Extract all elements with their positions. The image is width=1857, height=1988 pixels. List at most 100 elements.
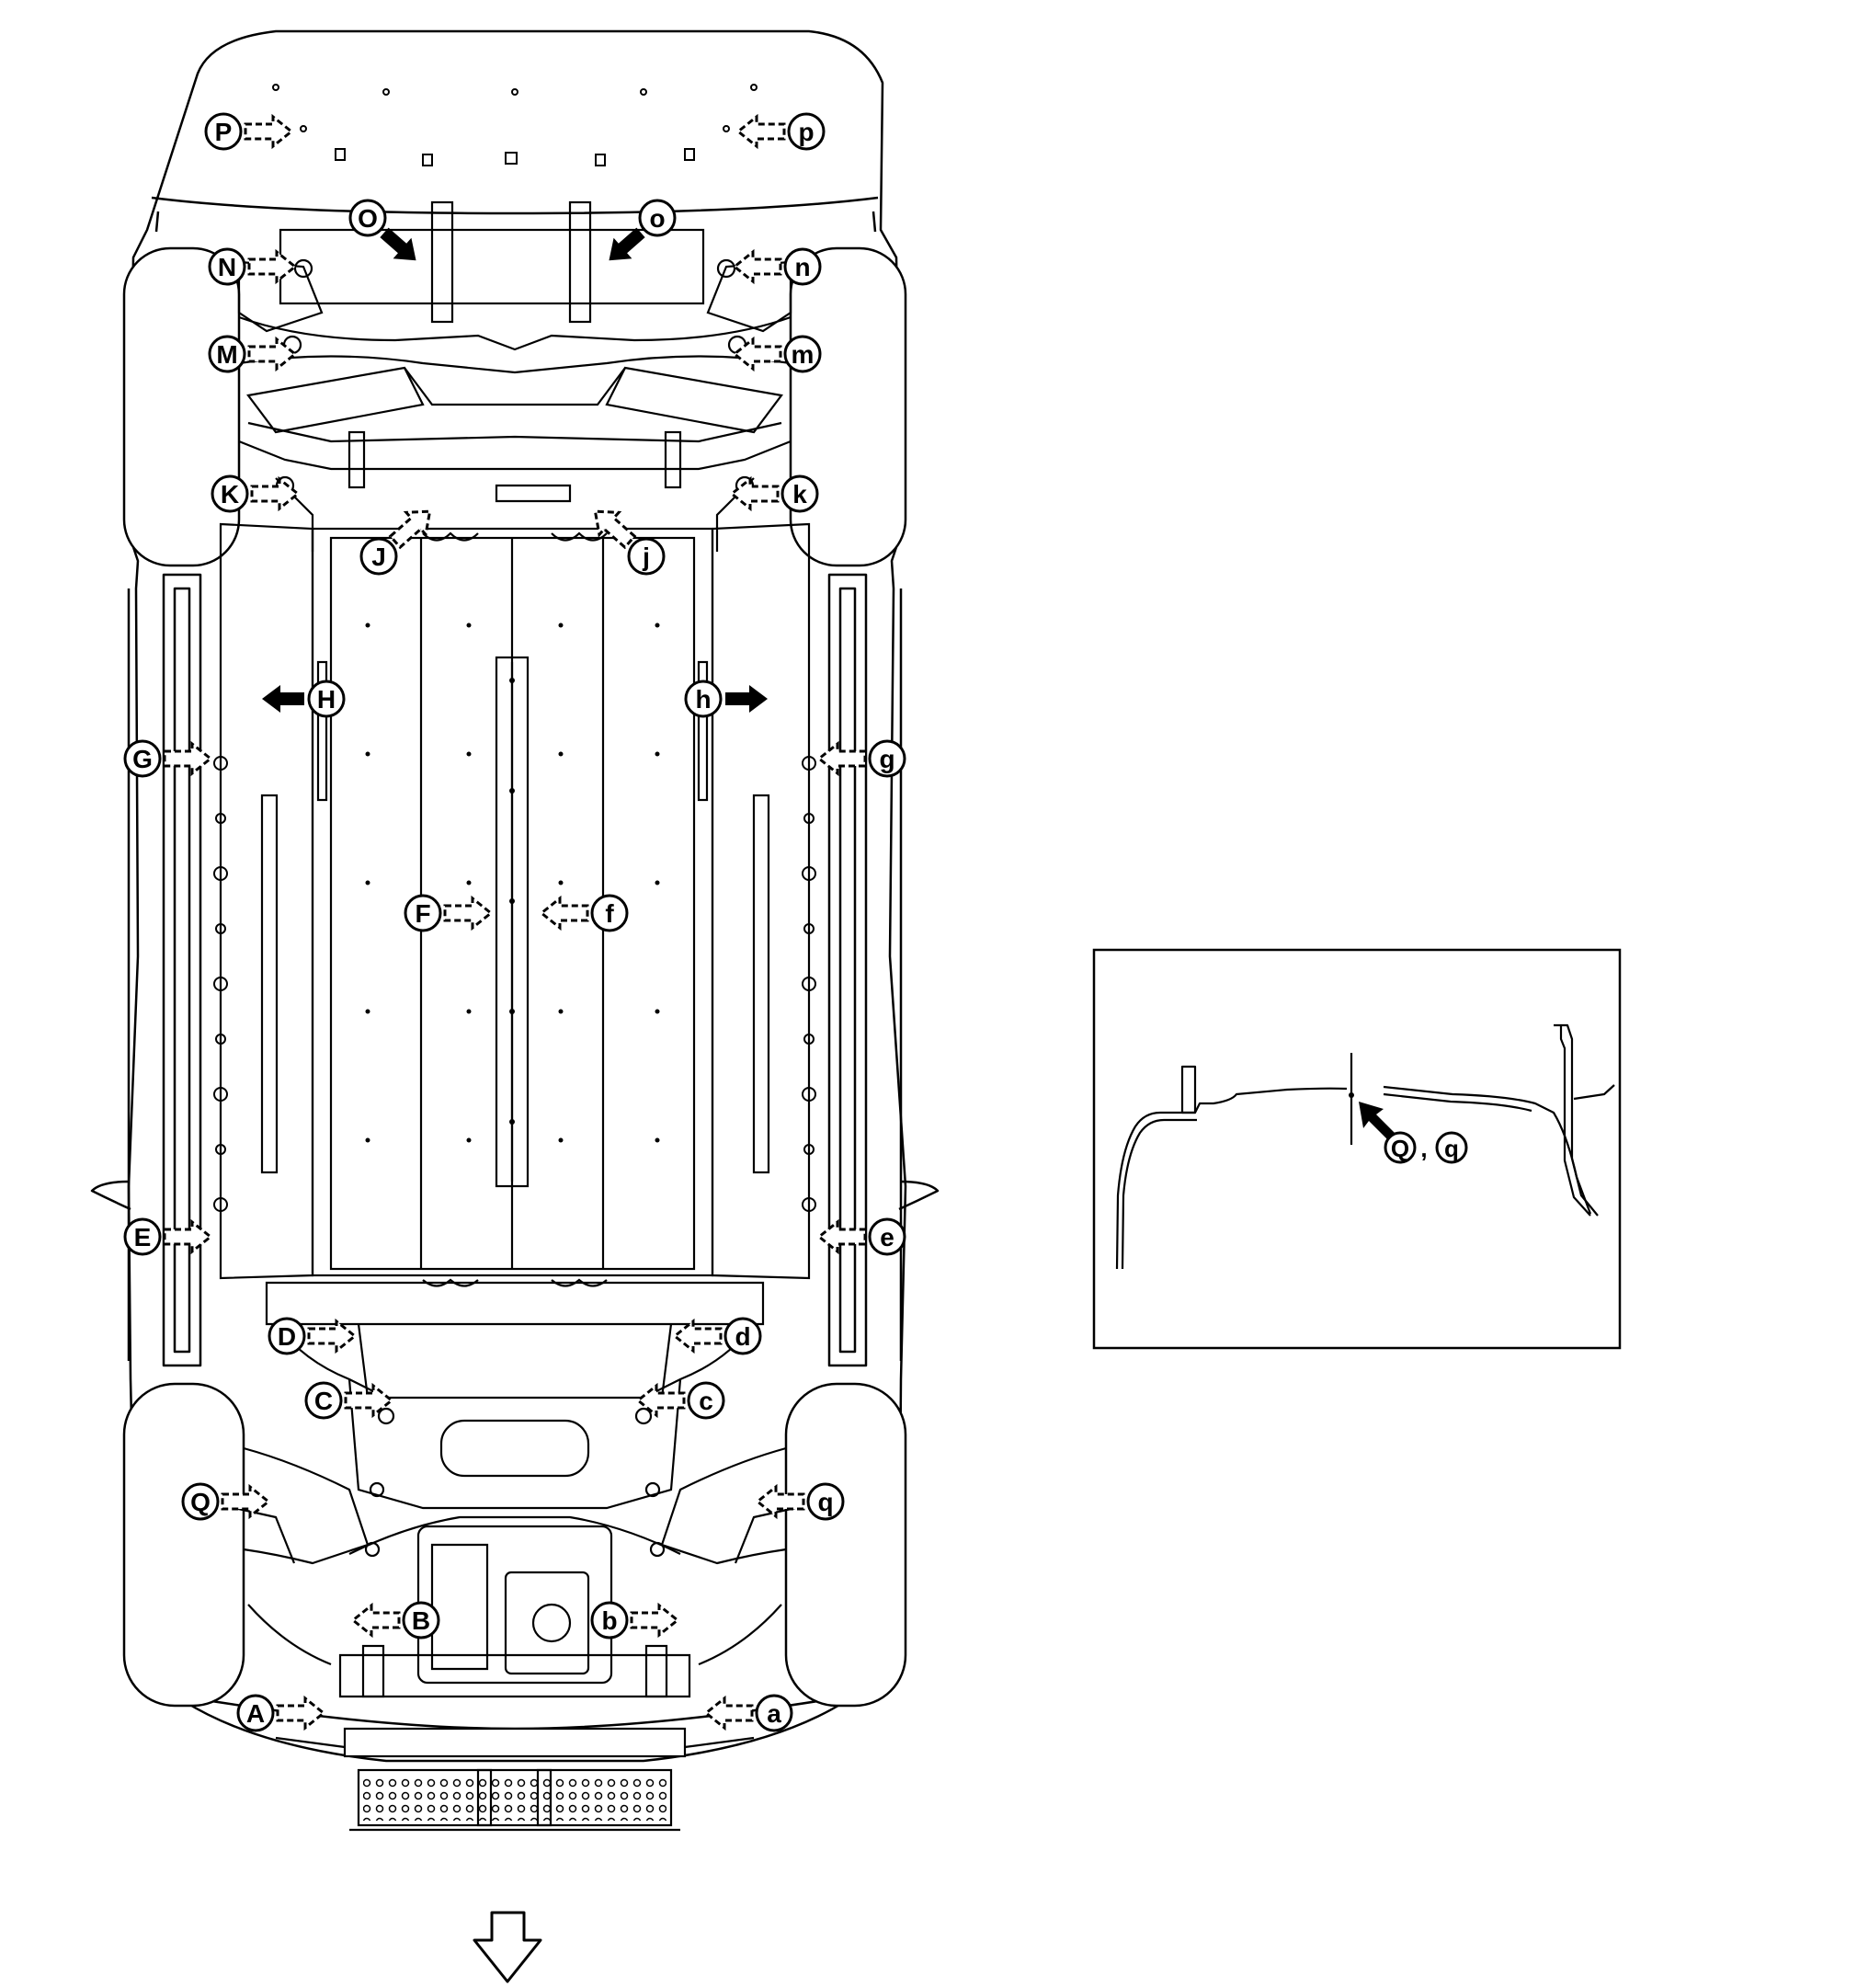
wheels xyxy=(122,246,907,1708)
rear-right-wheel xyxy=(789,246,907,567)
callout-lower-k: k xyxy=(729,474,819,513)
callout-letter: E xyxy=(134,1223,152,1251)
callout-lower-f: f xyxy=(539,894,629,932)
inverter xyxy=(504,1571,590,1675)
callout-circle xyxy=(780,474,819,513)
callout-letter: a xyxy=(767,1699,781,1728)
callout-upper-g: G xyxy=(123,739,213,778)
callout-circle xyxy=(638,199,677,237)
callout-circle xyxy=(359,537,398,576)
svg-text:q: q xyxy=(1444,1135,1459,1162)
callout-circle xyxy=(208,247,246,286)
callout-circle xyxy=(304,1381,343,1420)
callout-circle xyxy=(307,680,346,718)
battery-pack xyxy=(219,522,811,1287)
callout-letter: O xyxy=(358,204,378,233)
svg-text:Q: Q xyxy=(1391,1135,1409,1162)
dashed-arrow-icon xyxy=(816,740,867,777)
callout-upper-q: Q xyxy=(181,1482,271,1521)
right-rocker xyxy=(827,573,868,1367)
callout-lower-n: n xyxy=(732,247,822,286)
front-right-wheel xyxy=(784,1382,907,1708)
callout-letter: H xyxy=(317,685,336,714)
callout-letter: o xyxy=(649,204,665,233)
callout-upper-d: D xyxy=(268,1317,358,1355)
callout-circle xyxy=(868,1217,906,1256)
callout-letter: d xyxy=(735,1322,750,1351)
callout-upper-n: N xyxy=(208,247,298,286)
hollow-down-arrow-icon xyxy=(473,1911,542,1983)
callout-lower-d: d xyxy=(672,1317,762,1355)
callout-lower-j: j xyxy=(593,509,666,576)
callout-lower-q: q xyxy=(755,1482,845,1521)
callout-upper-h: H xyxy=(262,680,346,718)
rear-panel-details xyxy=(272,84,758,166)
right-mirror xyxy=(898,1180,940,1211)
callout-lower-c: c xyxy=(635,1381,725,1420)
dashed-arrow-icon xyxy=(755,1483,805,1520)
callout-upper-j: J xyxy=(359,509,432,576)
callout-upper-p: P xyxy=(204,112,294,151)
callout-letter: D xyxy=(278,1322,296,1351)
rear-left-wheel xyxy=(122,246,241,567)
callout-letter: q xyxy=(817,1488,833,1516)
dashed-arrow-icon xyxy=(163,1218,213,1255)
callout-circle xyxy=(402,1601,440,1640)
callout-circle xyxy=(123,1217,162,1256)
callout-circle xyxy=(204,112,243,151)
callout-circle xyxy=(806,1482,845,1521)
callout-circle xyxy=(268,1317,306,1355)
dashed-arrow-icon xyxy=(703,1695,754,1731)
callout-circle xyxy=(348,199,387,237)
callout-lower-b: b xyxy=(590,1601,680,1640)
front-left-wheel xyxy=(122,1382,245,1708)
callout-circle xyxy=(208,335,246,373)
callout-letter: m xyxy=(792,340,815,369)
dashed-arrow-icon xyxy=(388,509,432,550)
callout-circle xyxy=(687,1381,725,1420)
detail-frame xyxy=(1092,948,1622,1350)
dashed-arrow-icon xyxy=(276,1695,326,1731)
front-center-opening xyxy=(439,1419,590,1478)
callout-letter: j xyxy=(642,543,650,571)
callout-letter: N xyxy=(218,253,236,281)
callout-circle xyxy=(590,1601,629,1640)
dashed-arrow-icon xyxy=(307,1318,358,1354)
callout-lower-o: o xyxy=(609,199,677,261)
callout-upper-e: E xyxy=(123,1217,213,1256)
callout-letter: J xyxy=(371,543,386,571)
callout-circle xyxy=(783,335,822,373)
dashed-arrow-icon xyxy=(350,1602,401,1639)
callout-letter: b xyxy=(601,1606,617,1635)
callout-letter: c xyxy=(699,1387,713,1415)
solid-arrow-icon xyxy=(725,685,768,713)
callout-upper-f: F xyxy=(404,894,494,932)
solid-arrow-icon xyxy=(380,227,416,261)
detail-label-q-lower: q xyxy=(1435,1131,1468,1164)
callout-lower-m: m xyxy=(732,335,822,373)
rear-lower-arm-left xyxy=(238,315,792,351)
callout-letter: p xyxy=(798,118,814,146)
callout-upper-k: K xyxy=(211,474,301,513)
dashed-arrow-icon xyxy=(221,1483,271,1520)
rear-bumper xyxy=(151,196,879,215)
center-rail xyxy=(495,656,530,1188)
dashed-arrow-icon xyxy=(244,113,294,150)
dashed-arrow-icon xyxy=(539,895,589,931)
dashed-arrow-icon xyxy=(635,1382,686,1419)
side-bolts xyxy=(213,756,816,1212)
dashed-arrow-icon xyxy=(732,248,782,285)
dashed-arrow-icon xyxy=(344,1382,394,1419)
left-mirror xyxy=(90,1180,131,1211)
dashed-arrow-icon xyxy=(672,1318,723,1354)
callout-circle xyxy=(181,1482,220,1521)
callout-letter: f xyxy=(605,899,614,928)
battery-fasteners xyxy=(365,623,660,1143)
callout-letter: C xyxy=(314,1387,333,1415)
callout-circle xyxy=(868,739,906,778)
callout-lower-e: e xyxy=(816,1217,906,1256)
callout-letter: e xyxy=(880,1223,894,1251)
detail-inset: Q , q xyxy=(1092,948,1622,1350)
callout-circle xyxy=(123,739,162,778)
